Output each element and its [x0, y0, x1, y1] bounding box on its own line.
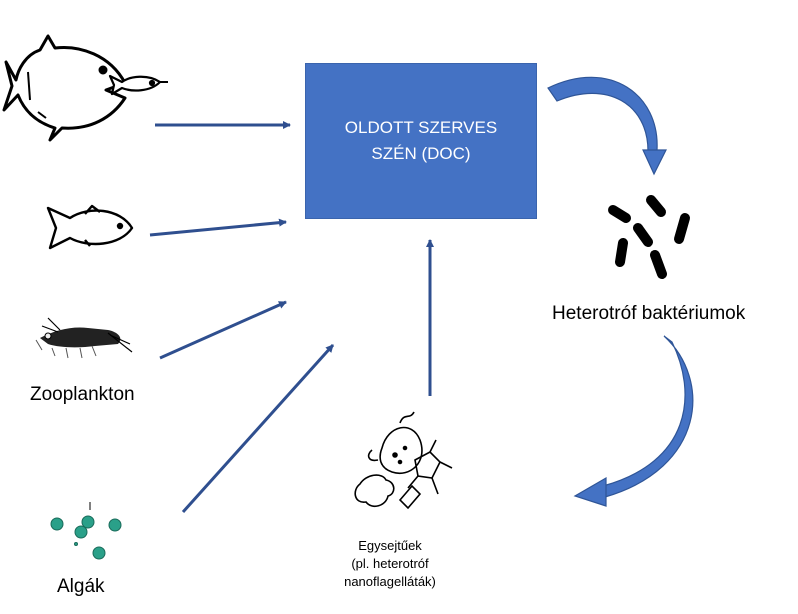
label-bacteria: Heterotróf baktériumok	[552, 303, 746, 324]
zooplankton-shrimp-icon	[35, 317, 133, 359]
label-protists-line2: (pl. heterotróf	[351, 556, 429, 571]
label-protists-line1: Egysejtűek	[358, 538, 422, 553]
curved-arrow-bacteria-to-protists	[573, 335, 694, 507]
curved-arrow-doc-to-bacteria	[547, 76, 667, 176]
big-fish-eating-small-fish-icon	[2, 34, 168, 142]
algae-cells-icon	[50, 502, 122, 560]
arrow-algae-to-doc	[181, 343, 335, 514]
bacteria-rods-icon	[608, 195, 690, 279]
label-zooplankton: Zooplankton	[30, 384, 135, 405]
doc-box-line2: SZÉN (DOC)	[371, 144, 471, 163]
fish-icon	[46, 204, 134, 250]
label-protists-line3: nanoflagelláták)	[344, 574, 436, 589]
flux-arrows	[149, 121, 434, 514]
label-protists: Egysejtűek (pl. heterotróf nanoflagellát…	[330, 537, 450, 591]
arrow-zooplankton-to-doc	[159, 300, 287, 360]
doc-box: OLDOTT SZERVES SZÉN (DOC)	[305, 63, 537, 219]
protists-icon	[354, 411, 453, 510]
arrow-fish-to-doc	[149, 218, 287, 237]
doc-box-line1: OLDOTT SZERVES	[344, 118, 498, 137]
label-algae: Algák	[57, 576, 105, 597]
